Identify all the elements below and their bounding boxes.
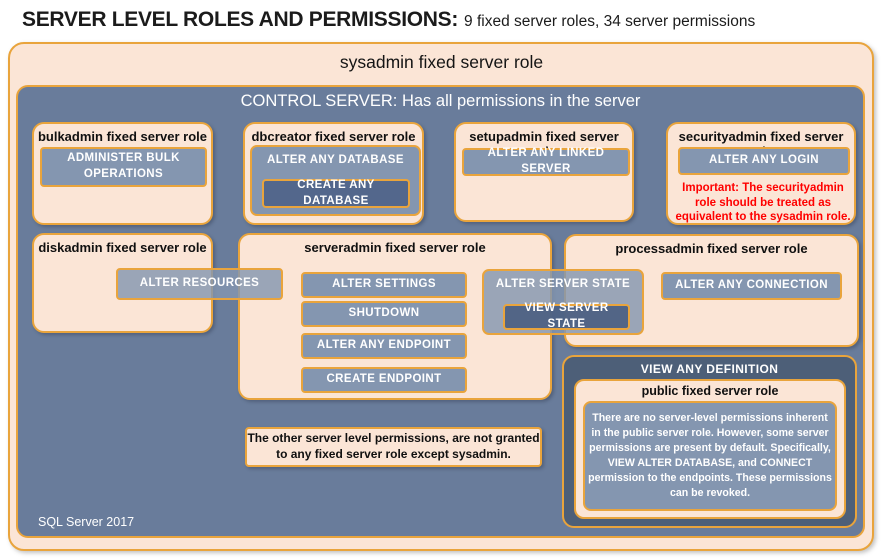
permission-create-any-database: CREATE ANY DATABASE	[262, 179, 410, 208]
view-any-definition-box: VIEW ANY DEFINITION public fixed server …	[562, 355, 857, 528]
permission-alter-server-state-label: ALTER SERVER STATE	[495, 278, 631, 290]
role-box-serveradmin: serveradmin fixed server role ALTER SETT…	[238, 233, 552, 400]
role-title-bulkadmin: bulkadmin fixed server role	[37, 129, 208, 144]
permission-alter-server-state: ALTER SERVER STATE VIEW SERVER STATE	[482, 269, 644, 335]
role-box-setupadmin: setupadmin fixed server role ALTER ANY L…	[454, 122, 634, 222]
permission-alter-any-endpoint: ALTER ANY ENDPOINT	[301, 333, 467, 359]
role-box-securityadmin: securityadmin fixed server role ALTER AN…	[666, 122, 856, 225]
permission-administer-bulk-operations: ADMINISTER BULK OPERATIONS	[40, 147, 207, 187]
view-any-definition-label: VIEW ANY DEFINITION	[640, 362, 779, 376]
role-title-dbcreator: dbcreator fixed server role	[251, 129, 416, 144]
securityadmin-warning-text: Important: The securityadmin role should…	[675, 182, 851, 224]
page-title-main: SERVER LEVEL ROLES AND PERMISSIONS:	[22, 8, 459, 31]
page-title: SERVER LEVEL ROLES AND PERMISSIONS: 9 fix…	[22, 8, 862, 32]
role-box-public: public fixed server role There are no se…	[574, 379, 846, 519]
permission-alter-any-login: ALTER ANY LOGIN	[678, 147, 850, 175]
role-box-bulkadmin: bulkadmin fixed server role ADMINISTER B…	[32, 122, 213, 225]
footnote-box: The other server level permissions, are …	[245, 427, 542, 467]
role-box-dbcreator: dbcreator fixed server role ALTER ANY DA…	[243, 122, 424, 225]
page-title-suffix: 9 fixed server roles, 34 server permissi…	[464, 13, 756, 30]
footer-label: SQL Server 2017	[38, 515, 135, 529]
sysadmin-role-label: sysadmin fixed server role	[339, 52, 544, 72]
public-role-description: There are no server-level permissions in…	[583, 401, 837, 511]
permission-alter-resources: ALTER RESOURCES	[116, 268, 283, 300]
permission-alter-any-linked-server: ALTER ANY LINKED SERVER	[462, 147, 630, 176]
permission-shutdown: SHUTDOWN	[301, 301, 467, 327]
role-title-processadmin: processadmin fixed server role	[615, 241, 808, 256]
permission-view-server-state: VIEW SERVER STATE	[503, 302, 630, 330]
control-server-label: CONTROL SERVER: Has all permissions in t…	[240, 92, 641, 110]
permission-alter-any-connection: ALTER ANY CONNECTION	[661, 272, 842, 300]
permission-alter-any-database: ALTER ANY DATABASE CREATE ANY DATABASE	[250, 145, 421, 216]
role-title-serveradmin: serveradmin fixed server role	[304, 240, 486, 255]
role-title-diskadmin: diskadmin fixed server role	[38, 240, 207, 255]
role-title-public: public fixed server role	[641, 384, 779, 398]
permission-create-endpoint: CREATE ENDPOINT	[301, 367, 467, 393]
permission-alter-any-database-label: ALTER ANY DATABASE	[267, 154, 404, 166]
permission-alter-settings: ALTER SETTINGS	[301, 272, 467, 298]
